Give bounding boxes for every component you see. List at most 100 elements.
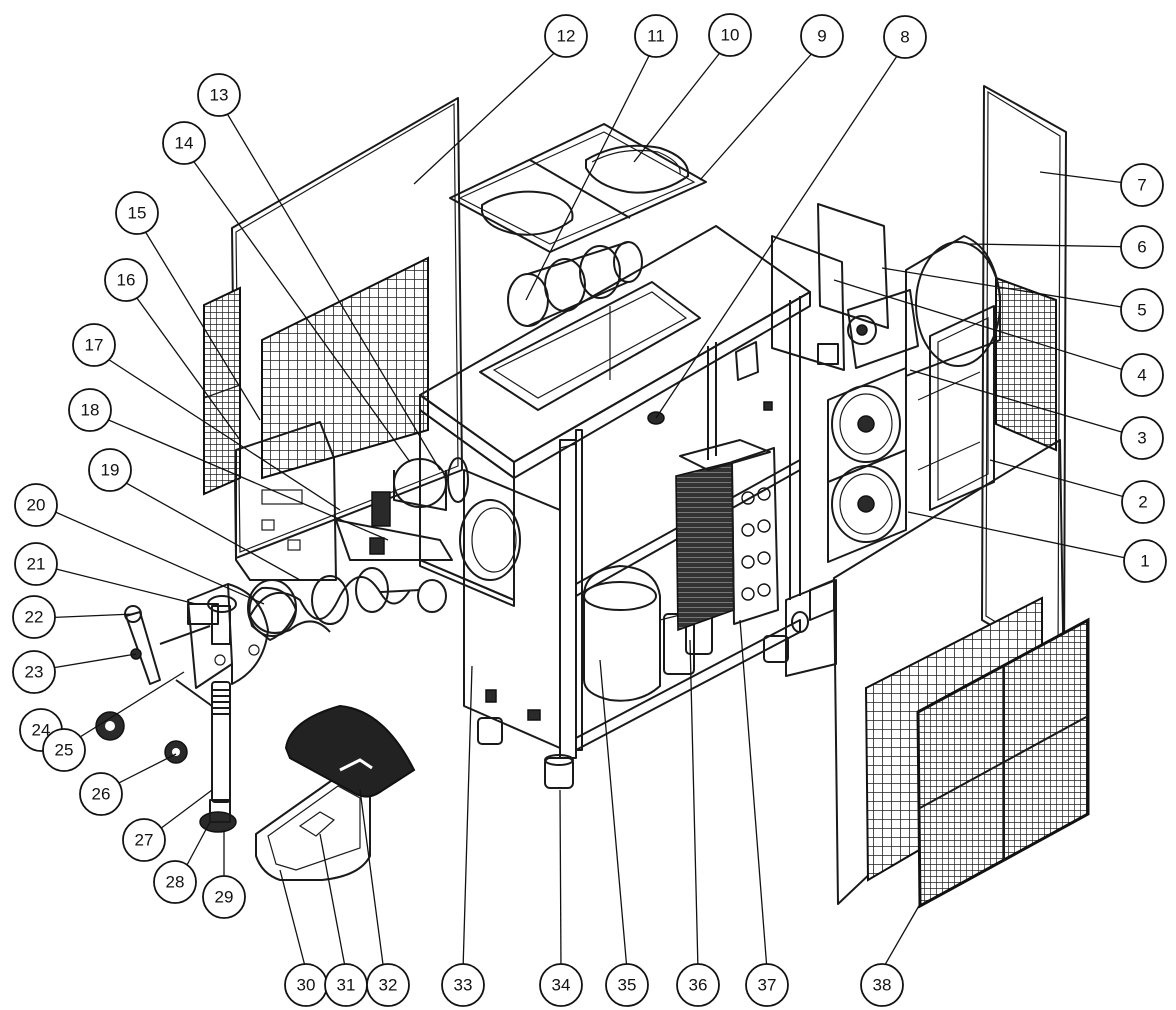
- callout-label: 32: [379, 976, 398, 995]
- callout-label: 24: [32, 721, 51, 740]
- relay-box: [735, 341, 773, 411]
- callout-label: 9: [817, 27, 826, 46]
- hopper-lid-left: [481, 190, 574, 236]
- callout-label: 16: [117, 271, 136, 290]
- callout-label: 30: [297, 976, 316, 995]
- callout-31: 31: [324, 963, 368, 1007]
- callout-37: 37: [745, 963, 789, 1007]
- auger: [247, 567, 447, 637]
- callout-label: 10: [721, 26, 740, 45]
- callout-4: 4: [1120, 353, 1164, 397]
- callout-label: 33: [454, 976, 473, 995]
- callout-19: 19: [88, 448, 132, 492]
- mounting-plate: [771, 235, 845, 371]
- callout-label: 8: [900, 28, 909, 47]
- right-condenser-grille: [995, 276, 1057, 452]
- callout-7: 7: [1120, 163, 1164, 207]
- main-cabinet: [419, 225, 811, 759]
- fan-shroud: [905, 235, 1001, 377]
- callout-label: 28: [166, 873, 185, 892]
- callout-8: 8: [883, 15, 927, 59]
- left-condenser-grille: [261, 256, 429, 480]
- hopper-lid-right: [585, 144, 690, 194]
- callout-label: 36: [689, 976, 708, 995]
- callout-label: 4: [1137, 366, 1146, 385]
- callout-38: 38: [860, 963, 904, 1007]
- callout-30: 30: [284, 963, 328, 1007]
- callout-label: 25: [55, 741, 74, 760]
- callout-3: 3: [1120, 416, 1164, 460]
- callout-6: 6: [1120, 225, 1164, 269]
- callout-label: 19: [101, 461, 120, 480]
- leader-lines: [39, 39, 1144, 973]
- callout-label: 18: [81, 401, 100, 420]
- callout-5: 5: [1120, 288, 1164, 332]
- callout-27: 27: [122, 818, 166, 862]
- nozzle: [199, 799, 237, 833]
- drip-tray-cover: [284, 704, 416, 798]
- side-bracket: [785, 579, 837, 677]
- fan-frame: [917, 305, 995, 511]
- callout-11: 11: [634, 14, 678, 58]
- callout-label: 15: [128, 204, 147, 223]
- callout-label: 23: [25, 663, 44, 682]
- callout-1: 1: [1123, 539, 1167, 583]
- callout-label: 5: [1137, 301, 1146, 320]
- callout-21: 21: [14, 542, 58, 586]
- callout-label: 1: [1140, 552, 1149, 571]
- callout-label: 35: [618, 976, 637, 995]
- callout-25: 25: [42, 728, 86, 772]
- callout-label: 21: [27, 555, 46, 574]
- callout-23: 23: [12, 650, 56, 694]
- callout-12: 12: [544, 14, 588, 58]
- callout-36: 36: [676, 963, 720, 1007]
- scraper-blade: [248, 586, 297, 641]
- front-caster: [544, 754, 574, 789]
- cylinder-rings: [507, 241, 643, 327]
- back-plate: [817, 203, 889, 329]
- knob-24: [95, 711, 125, 741]
- callout-20: 20: [14, 483, 58, 527]
- callout-2: 2: [1121, 480, 1165, 524]
- callout-label: 37: [758, 976, 777, 995]
- drip-tray: [255, 775, 371, 881]
- callout-13: 13: [197, 73, 241, 117]
- dispensing-handle: [124, 605, 211, 685]
- callout-label: 26: [92, 785, 111, 804]
- callout-35: 35: [605, 963, 649, 1007]
- callout-label: 20: [27, 496, 46, 515]
- callout-9: 9: [800, 14, 844, 58]
- callout-32: 32: [366, 963, 410, 1007]
- callout-15: 15: [115, 191, 159, 235]
- callout-label: 7: [1137, 176, 1146, 195]
- callout-label: 27: [135, 831, 154, 850]
- callout-22: 22: [12, 595, 56, 639]
- rear-caster: [477, 635, 789, 745]
- callout-29: 29: [202, 875, 246, 919]
- callout-label: 22: [25, 608, 44, 627]
- callout-16: 16: [104, 258, 148, 302]
- callout-label: 14: [175, 134, 194, 153]
- callout-label: 34: [552, 976, 571, 995]
- callout-label: 6: [1137, 238, 1146, 257]
- condenser: [675, 439, 779, 632]
- callout-label: 38: [873, 976, 892, 995]
- knob-26: [164, 740, 188, 764]
- cooling-fans: [827, 367, 907, 563]
- control-bracket: [235, 421, 453, 581]
- callout-17: 17: [72, 323, 116, 367]
- front-air-filter: [916, 617, 1090, 909]
- front-door: [187, 583, 269, 689]
- callout-label: 13: [210, 86, 229, 105]
- callout-28: 28: [153, 860, 197, 904]
- left-air-filter: [203, 286, 241, 496]
- callout-label: 12: [557, 27, 576, 46]
- callout-34: 34: [539, 963, 583, 1007]
- callout-label: 31: [337, 976, 356, 995]
- callout-14: 14: [162, 121, 206, 165]
- callout-label: 29: [215, 888, 234, 907]
- callout-label: 11: [647, 27, 665, 46]
- callout-label: 17: [85, 336, 104, 355]
- callout-label: 2: [1138, 493, 1147, 512]
